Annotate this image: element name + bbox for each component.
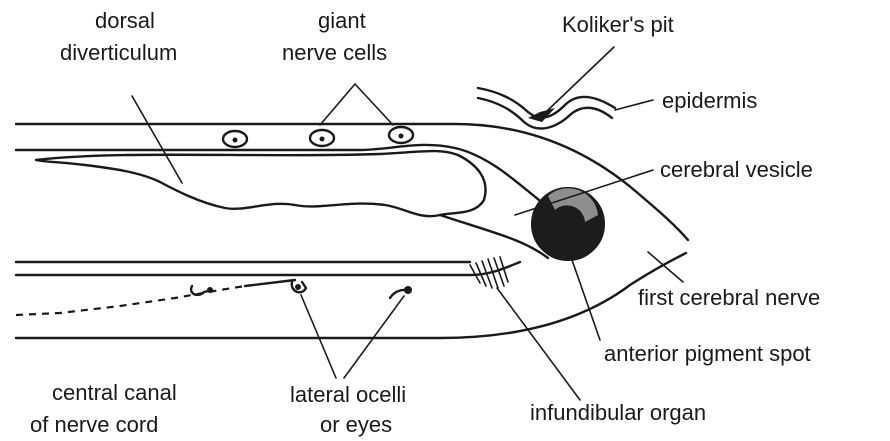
leader-ocelli-a <box>301 295 336 378</box>
leader-giant-cell-b <box>355 84 393 125</box>
central-canal-lower <box>16 262 520 275</box>
leader-infundibular-organ <box>497 288 580 400</box>
label-dorsal-diverticulum-2: diverticulum <box>60 40 177 65</box>
label-central-canal-2: of nerve cord <box>30 412 158 437</box>
nerve-cord-inner-dorsal <box>16 145 545 205</box>
lateral-ocellus-1 <box>191 286 213 295</box>
leader-dorsal-diverticulum <box>132 96 182 183</box>
label-central-canal-1: central canal <box>52 380 177 405</box>
leader-kolikers-pit <box>548 47 614 110</box>
giant-nerve-cell-3 <box>389 127 413 143</box>
giant-nerve-cell-1 <box>223 131 247 147</box>
label-infundibular-organ: infundibular organ <box>530 400 706 425</box>
lateral-ocellus-2 <box>292 282 306 292</box>
label-kolikers-pit: Koliker's pit <box>562 12 674 37</box>
label-dorsal-diverticulum-1: dorsal <box>95 8 155 33</box>
dorsal-diverticulum-shape <box>36 151 486 216</box>
label-lateral-ocelli-2: or eyes <box>320 412 392 437</box>
label-epidermis: epidermis <box>662 88 757 113</box>
label-first-cerebral-nerve: first cerebral nerve <box>638 285 820 310</box>
label-cerebral-vesicle: cerebral vesicle <box>660 157 813 182</box>
leader-epidermis <box>615 100 653 110</box>
canal-floor <box>245 280 295 286</box>
label-lateral-ocelli-1: lateral ocelli <box>290 382 406 407</box>
nerve-cord-ventral-outline <box>16 253 686 338</box>
lateral-ocellus-3 <box>390 286 412 298</box>
giant-nerve-cell-2 <box>310 130 334 146</box>
label-giant-nerve-cells-1: giant <box>318 8 366 33</box>
label-anterior-pigment-spot: anterior pigment spot <box>604 341 811 366</box>
label-giant-nerve-cells-2: nerve cells <box>282 40 387 65</box>
leader-giant-cell-a <box>320 84 355 125</box>
